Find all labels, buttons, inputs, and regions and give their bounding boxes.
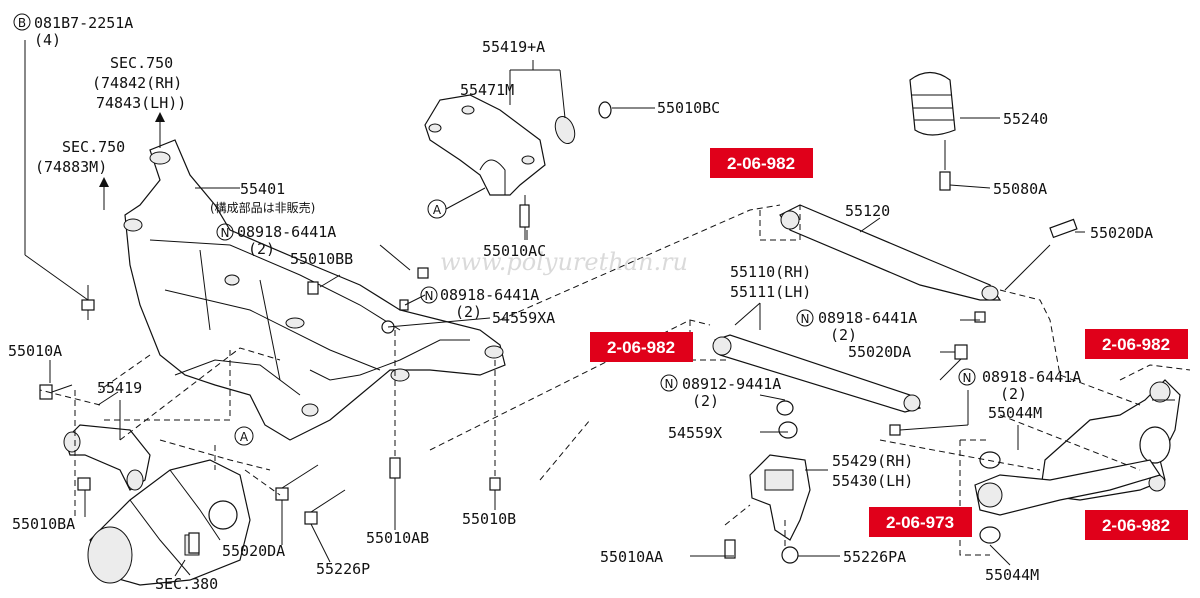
label-55430: 55430(LH) [832, 472, 913, 490]
svg-text:2-06-982: 2-06-982 [607, 338, 675, 357]
label-08918-2-qty: (2) [455, 303, 482, 321]
label-sec750-a: SEC.750 [110, 54, 173, 72]
link-55110 [712, 311, 986, 436]
label-081b7: 081B7-2251A [34, 14, 133, 32]
symbol-n-5: N [958, 368, 976, 386]
symbol-n-3: N [796, 309, 814, 327]
svg-text:2-06-982: 2-06-982 [1102, 516, 1170, 535]
label-08918-4-qty: (2) [1000, 385, 1027, 403]
view-a-marker-1: A [427, 187, 486, 219]
link-55120 [779, 204, 1078, 301]
label-08918-3: 08918-6441A [818, 309, 917, 327]
svg-text:N: N [801, 312, 810, 326]
symbol-n-2: N [420, 286, 438, 304]
view-a-marker-2: A [234, 426, 254, 446]
label-55020da-2: 55020DA [1090, 224, 1153, 242]
svg-text:2-06-982: 2-06-982 [1102, 335, 1170, 354]
ref-badge-3[interactable]: 2-06-982 [1085, 329, 1188, 359]
label-54559x: 54559X [668, 424, 722, 442]
differential [87, 459, 251, 586]
lower-arm [974, 459, 1161, 516]
part-labels: 081B7-2251A (4) SEC.750 (74842(RH) 74843… [8, 14, 1153, 593]
label-08912-qty: (2) [692, 392, 719, 410]
label-55010ac: 55010AC [483, 242, 546, 260]
label-55020da-3: 55020DA [848, 343, 911, 361]
leader-lines [24, 40, 1175, 577]
label-54559xa: 54559XA [492, 309, 555, 327]
label-55010a: 55010A [8, 342, 62, 360]
label-55226p: 55226P [316, 560, 370, 578]
ref-badge-1[interactable]: 2-06-982 [710, 148, 813, 178]
svg-text:2-06-973: 2-06-973 [886, 513, 954, 532]
label-08918-2: 08918-6441A [440, 286, 539, 304]
svg-text:N: N [221, 226, 230, 240]
svg-text:N: N [425, 289, 434, 303]
ref-badge-5[interactable]: 2-06-973 [869, 507, 972, 537]
label-55010ba: 55010BA [12, 515, 75, 533]
label-55226pa: 55226PA [843, 548, 906, 566]
fasteners-left [39, 267, 501, 554]
label-sec750-a-rh: (74842(RH) [92, 74, 182, 92]
svg-text:2-06-982: 2-06-982 [727, 154, 795, 173]
label-55080a: 55080A [993, 180, 1047, 198]
label-55010bb: 55010BB [290, 250, 353, 268]
svg-text:A: A [433, 203, 442, 217]
symbol-b: B [13, 13, 31, 31]
arm-55419 [63, 424, 151, 491]
svg-text:N: N [665, 377, 674, 391]
label-55240: 55240 [1003, 110, 1048, 128]
label-sec750-a-lh: 74843(LH)) [96, 94, 186, 112]
label-08918-1-qty: (2) [248, 240, 275, 258]
label-55020da-1: 55020DA [222, 542, 285, 560]
label-55419-a: 55419+A [482, 38, 545, 56]
label-55429: 55429(RH) [832, 452, 913, 470]
label-55010b: 55010B [462, 510, 516, 528]
label-55111: 55111(LH) [730, 283, 811, 301]
label-55401: 55401 [240, 180, 285, 198]
ref-badge-4[interactable]: 2-06-982 [1085, 510, 1188, 540]
label-sec750-b-code: (74883M) [35, 158, 107, 176]
svg-text:N: N [963, 371, 972, 385]
label-55419: 55419 [97, 379, 142, 397]
bracket-55429 [724, 454, 811, 564]
label-08912: 08912-9441A [682, 375, 781, 393]
label-55010ab: 55010AB [366, 529, 429, 547]
label-55120: 55120 [845, 202, 890, 220]
label-55010aa: 55010AA [600, 548, 663, 566]
label-55044m-2: 55044M [985, 566, 1039, 584]
label-55044m-1: 55044M [988, 404, 1042, 422]
ref-badge-2[interactable]: 2-06-982 [590, 332, 693, 362]
label-sec380: SEC.380 [155, 575, 218, 593]
watermark: www.polyurethan.ru [440, 248, 688, 276]
dashed-guides [39, 204, 1191, 556]
label-081b7-qty: (4) [34, 31, 61, 49]
label-08918-3-qty: (2) [830, 326, 857, 344]
bushing-55419-a [554, 101, 612, 145]
symbol-n-1: N [216, 223, 234, 241]
label-08918-1: 08918-6441A [237, 223, 336, 241]
bump-stop-55240 [909, 71, 956, 191]
label-55401-note: (構成部品は非販売) [210, 200, 315, 215]
svg-text:A: A [240, 430, 249, 444]
label-08918-4: 08918-6441A [982, 368, 1081, 386]
label-55471m: 55471M [460, 81, 514, 99]
label-55110: 55110(RH) [730, 263, 811, 281]
washers-right [776, 400, 1001, 544]
svg-text:B: B [18, 16, 26, 30]
symbol-n-4: N [660, 374, 678, 392]
label-sec750-b: SEC.750 [62, 138, 125, 156]
bracket-55471m [424, 94, 546, 240]
label-55010bc: 55010BC [657, 99, 720, 117]
